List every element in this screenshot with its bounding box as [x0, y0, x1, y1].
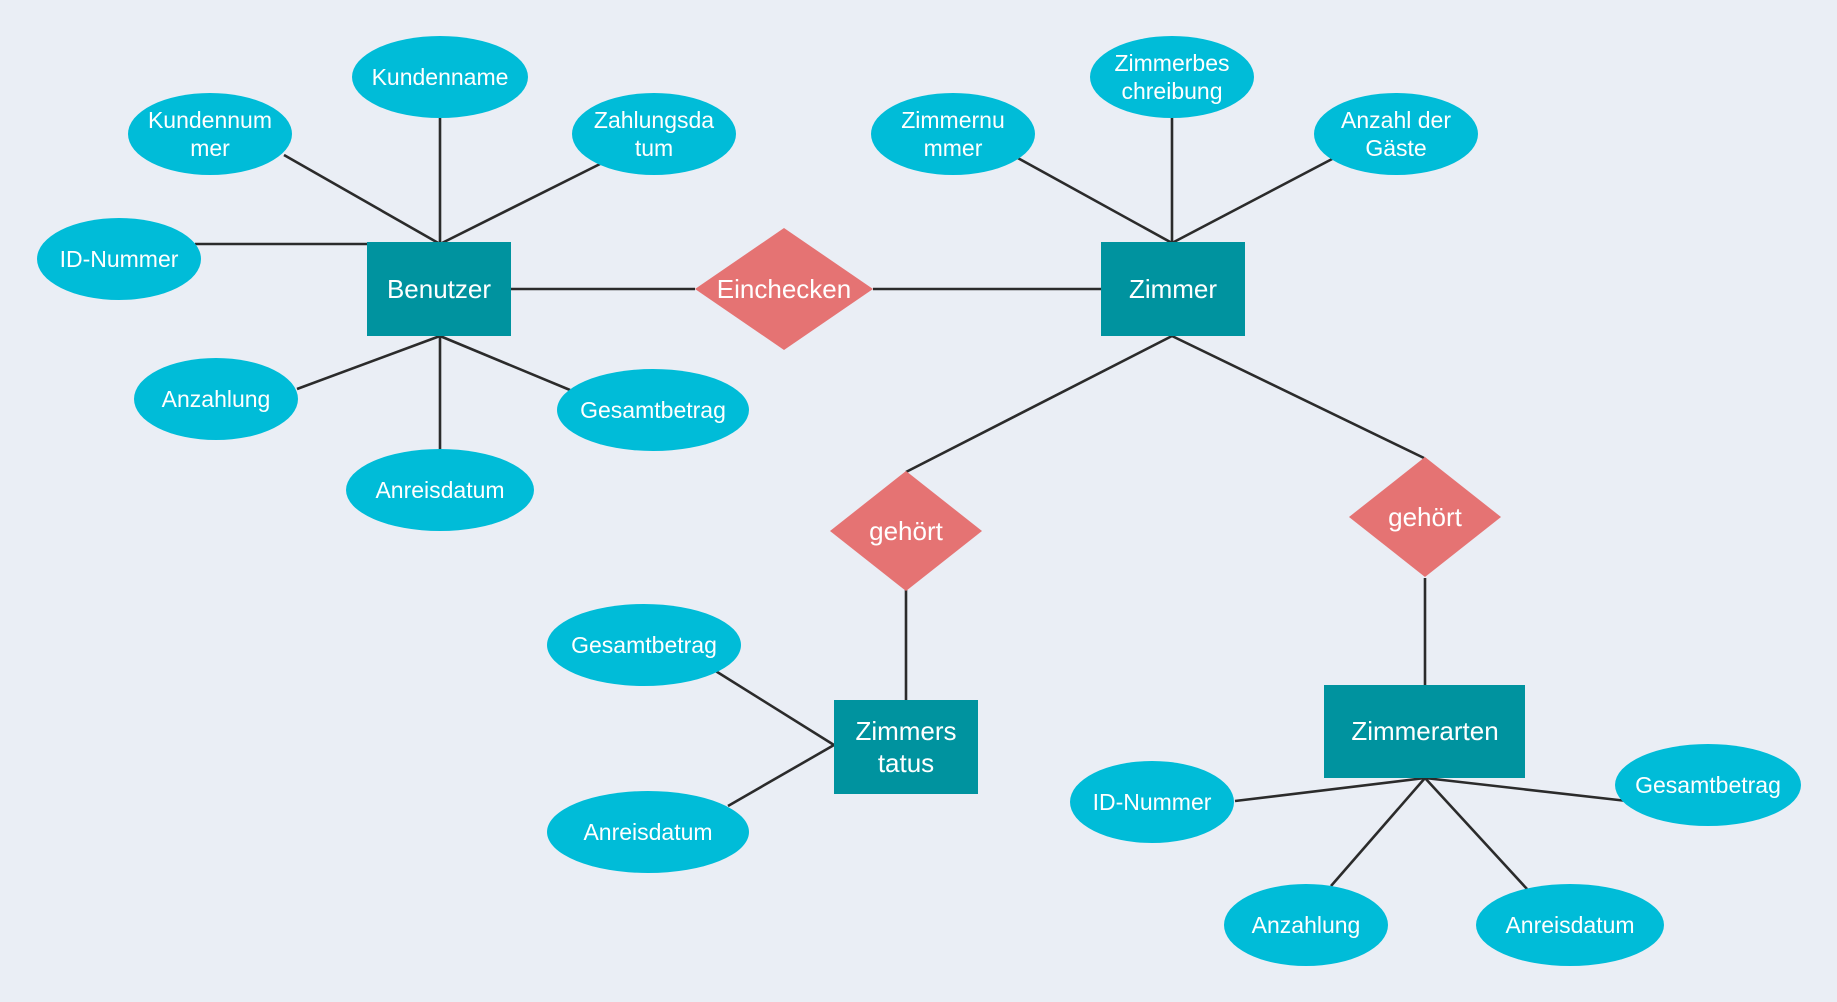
svg-text:Anreisdatum: Anreisdatum: [583, 819, 712, 845]
svg-text:Benutzer: Benutzer: [387, 274, 491, 304]
entity-zimmerarten: Zimmerarten: [1324, 685, 1525, 778]
connector-zimmerarten-anreisdatum: [1424, 777, 1528, 890]
svg-text:gehört: gehört: [1388, 502, 1462, 532]
connector-zimmerarten-anzahlung: [1330, 777, 1426, 887]
entity-benutzer: Benutzer: [367, 242, 511, 336]
attr-gesamtbetrag-zimmerstatus: Gesamtbetrag: [547, 604, 741, 686]
connector-lines: [195, 112, 1637, 890]
svg-text:gehört: gehört: [869, 516, 943, 546]
attr-anzahlung-benutzer: Anzahlung: [134, 358, 298, 440]
svg-text:Anreisdatum: Anreisdatum: [1505, 912, 1634, 938]
attr-anreisdatum-zimmerstatus: Anreisdatum: [547, 791, 749, 873]
svg-text:Gesamtbetrag: Gesamtbetrag: [1635, 772, 1781, 798]
svg-text:ID-Nummer: ID-Nummer: [60, 246, 179, 272]
svg-text:Anzahlung: Anzahlung: [1252, 912, 1361, 938]
attr-anreisdatum-zimmerarten: Anreisdatum: [1476, 884, 1664, 966]
svg-text:Zimmer: Zimmer: [1129, 274, 1217, 304]
connector-zimmerarten-id-nummer: [1234, 776, 1426, 803]
connector-zimmerstatus-anreisdatum: [727, 743, 835, 808]
relationship-einchecken: Einchecken: [695, 228, 873, 350]
svg-text:Kundenname: Kundenname: [372, 64, 509, 90]
connector-benutzer-gesamtbetrag: [439, 334, 571, 392]
relationship-gehoert-zimmerarten: gehört: [1349, 457, 1501, 577]
attr-kundenname: Kundenname: [352, 36, 528, 118]
svg-text:Anreisdatum: Anreisdatum: [375, 477, 504, 503]
connector-zimmerstatus-gesamtbetrag: [713, 668, 835, 747]
svg-text:Anzahlung: Anzahlung: [162, 386, 271, 412]
attr-anzahlung-zimmerarten: Anzahlung: [1224, 884, 1388, 966]
attr-id-nummer-zimmerarten: ID-Nummer: [1070, 761, 1234, 843]
svg-text:Gesamtbetrag: Gesamtbetrag: [571, 632, 717, 658]
attr-id-nummer-benutzer: ID-Nummer: [37, 218, 201, 300]
svg-text:Einchecken: Einchecken: [717, 274, 851, 304]
attr-anreisdatum-benutzer: Anreisdatum: [346, 449, 534, 531]
connector-benutzer-anzahlung: [296, 334, 441, 391]
attr-gesamtbetrag-zimmerarten: Gesamtbetrag: [1615, 744, 1801, 826]
connector-benutzer-kundennummer: [283, 153, 441, 246]
relationship-gehoert-zimmerstatus: gehört: [830, 471, 982, 591]
svg-text:Zimmerarten: Zimmerarten: [1351, 716, 1498, 746]
connector-zimmer-gehoert-status: [905, 334, 1173, 474]
entity-zimmer: Zimmer: [1101, 242, 1245, 336]
svg-text:Gesamtbetrag: Gesamtbetrag: [580, 397, 726, 423]
connector-zimmerarten-gesamtbetrag: [1424, 776, 1637, 804]
svg-text:ID-Nummer: ID-Nummer: [1093, 789, 1212, 815]
attr-gesamtbetrag-benutzer: Gesamtbetrag: [557, 369, 749, 451]
connector-benutzer-zahlungsdatum: [439, 162, 601, 246]
connector-zimmer-zimmernummer: [1015, 155, 1173, 245]
connector-zimmer-anzahl-gaeste: [1171, 156, 1335, 245]
connector-zimmer-gehoert-arten: [1171, 334, 1425, 460]
